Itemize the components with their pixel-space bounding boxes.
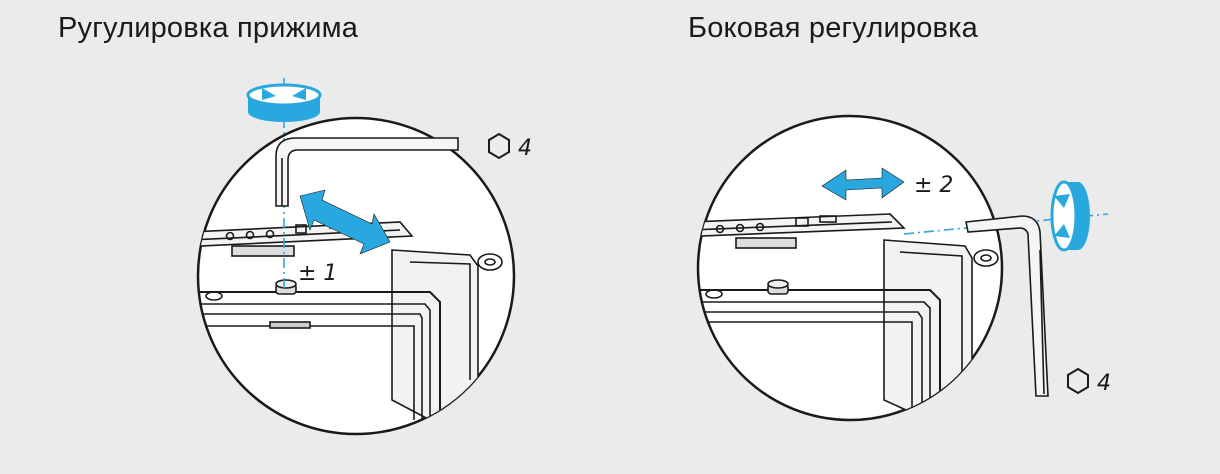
left-hex-size-indicator: 4: [488, 132, 532, 161]
left-pressure-arrow: [299, 189, 391, 255]
left-hex-key: [275, 137, 459, 207]
right-hex-size-indicator: 4: [1067, 367, 1111, 396]
right-rotation-icon: [1050, 180, 1090, 252]
left-hinge-mechanism: [198, 221, 503, 421]
right-adjust-label: ± 2: [914, 173, 953, 198]
left-hex-size-label: 4: [518, 136, 532, 161]
right-hex-key: [965, 215, 1049, 397]
right-hex-size-label: 4: [1097, 371, 1111, 396]
hexagon-icon: [1067, 367, 1089, 395]
left-rotation-icon: [246, 83, 322, 122]
hexagon-icon: [488, 132, 510, 160]
left-panel-title: Ругулировка прижима: [58, 12, 359, 44]
right-lateral-arrow: [821, 167, 905, 201]
left-adjust-label: ± 1: [298, 261, 337, 286]
right-panel-title: Боковая регулировка: [688, 12, 979, 44]
right-hinge-mechanism: [698, 213, 999, 420]
